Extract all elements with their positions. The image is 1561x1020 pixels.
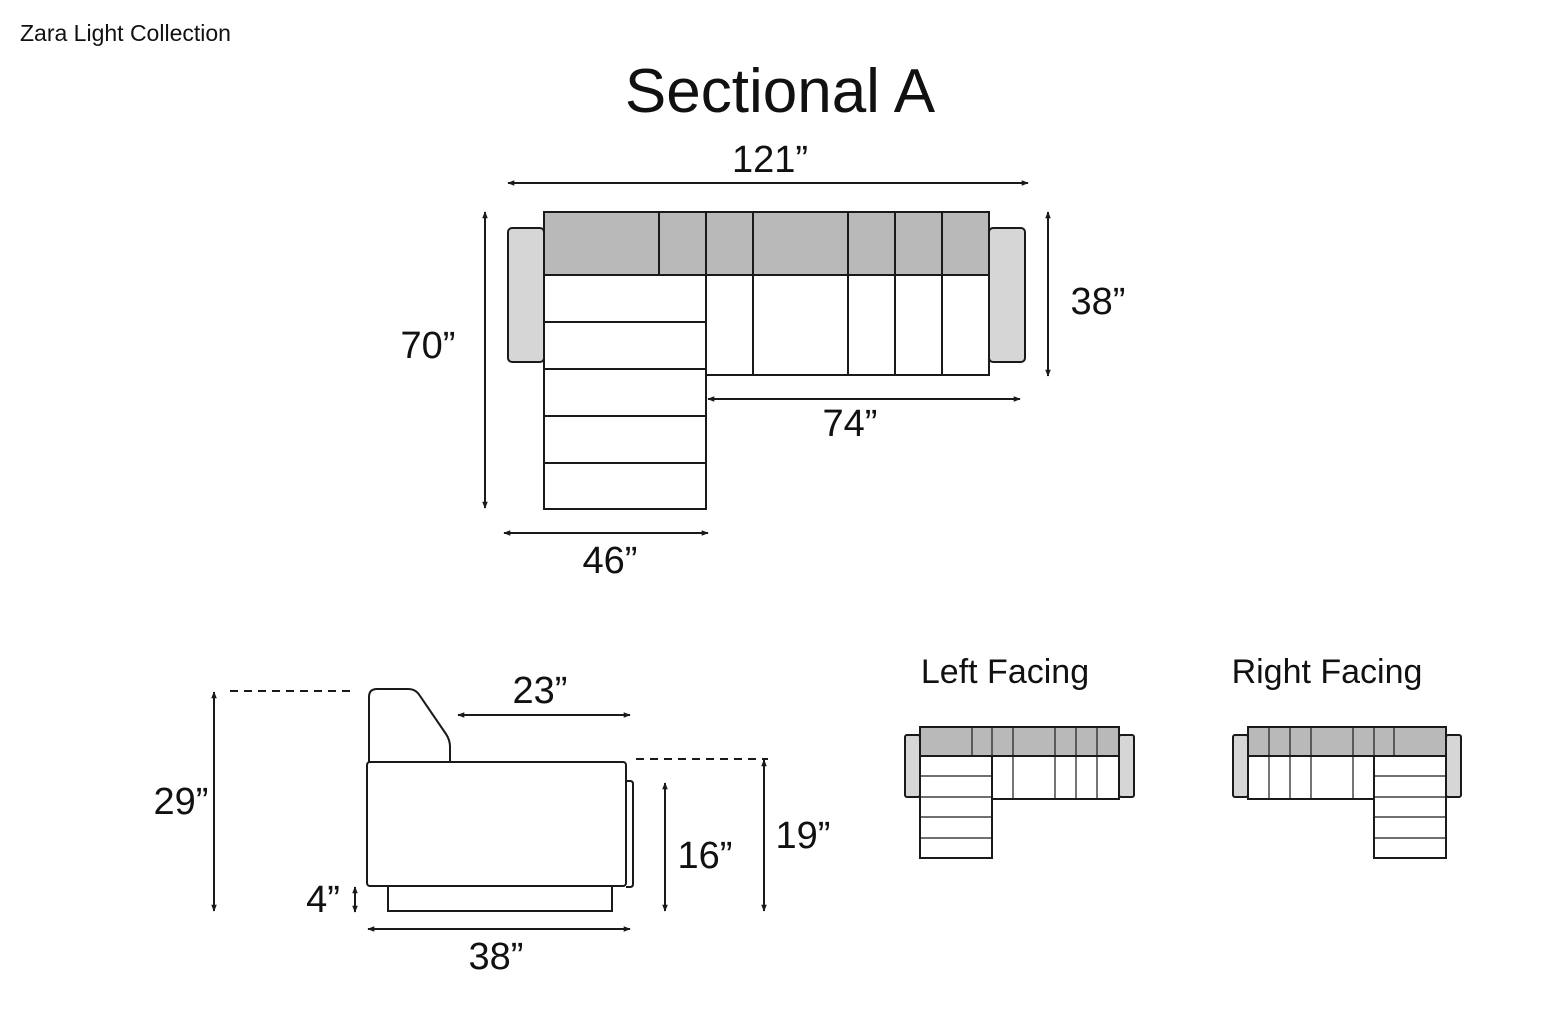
seat-depth-label: 23” (513, 670, 568, 712)
overall-depth-label: 70” (401, 325, 456, 367)
right-facing-label: Right Facing (1232, 653, 1423, 691)
right-arm (988, 227, 1026, 363)
leg-height-label: 4” (306, 879, 340, 921)
seat-dividers (752, 275, 943, 375)
right-facing-plan: Right Facing (1232, 653, 1462, 859)
left-facing-plan: Left Facing (904, 653, 1135, 859)
top-view-plan: 121” 70” 38” 74” 46” (401, 139, 1126, 582)
front-arm-edge (626, 780, 634, 888)
seat-body (366, 761, 627, 887)
arm-height-label: 19” (776, 815, 831, 857)
overall-width-label: 121” (732, 139, 808, 181)
seat-height-label: 16” (678, 835, 733, 877)
sofa-width-label: 74” (823, 403, 878, 445)
side-view-profile: 29” 23” 19” 16” 4” 38” (154, 670, 831, 978)
left-arm (507, 227, 545, 363)
left-facing-label: Left Facing (921, 653, 1089, 691)
back-cushions (543, 211, 990, 276)
chaise-width-label: 46” (583, 540, 638, 582)
base (387, 885, 613, 912)
collection-name: Zara Light Collection (20, 20, 231, 46)
chaise (543, 274, 707, 510)
sofa-depth-label: 38” (1071, 281, 1126, 323)
chaise-segments (544, 321, 706, 464)
total-height-label: 29” (154, 781, 209, 823)
backrest (368, 688, 451, 762)
back-cushion-dividers (658, 212, 943, 275)
page-title: Sectional A (625, 57, 936, 126)
side-depth-label: 38” (469, 936, 524, 978)
